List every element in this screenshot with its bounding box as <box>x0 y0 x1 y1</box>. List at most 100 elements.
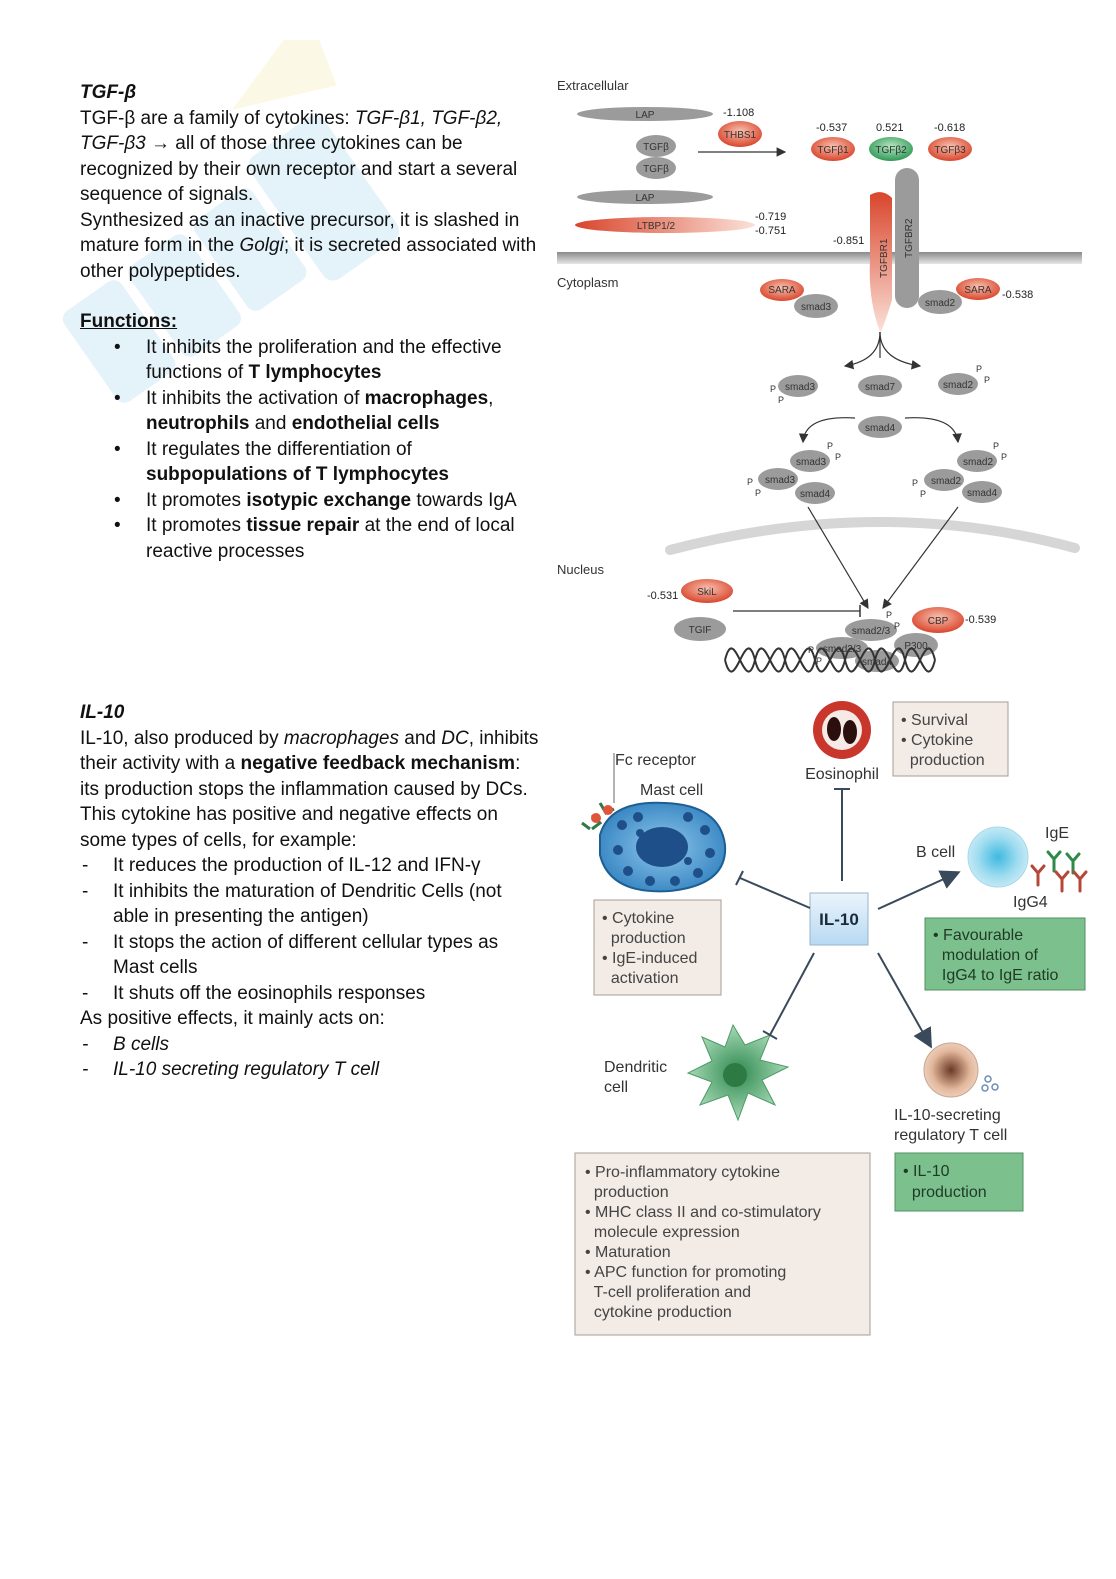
smad2-membrane <box>918 290 962 314</box>
negative-item: It stops the action of different cellula… <box>82 930 540 981</box>
box-line: IgG4 to IgE ratio <box>933 967 1059 984</box>
tgf-section: TGF-β TGF-β are a family of cytokines: T… <box>80 80 540 564</box>
phosphate-label: P <box>993 441 999 451</box>
function-item: It inhibits the proliferation and the ef… <box>114 335 540 386</box>
functions-heading: Functions: <box>80 311 178 332</box>
mast-cell-label: Mast cell <box>640 782 703 799</box>
box-line: • Survival <box>901 712 968 729</box>
tgfb2-value: 0.521 <box>876 122 904 134</box>
smad7 <box>858 375 902 397</box>
tgfbr2-label: TGFBR2 <box>904 218 915 258</box>
phosphate-label: P <box>886 610 892 620</box>
smad2-label: smad2 <box>931 476 961 487</box>
smad3-label: smad3 <box>785 382 815 393</box>
ltbp-value-1: -0.719 <box>755 211 786 223</box>
tgf-paragraph-2: Synthesized as an inactive precursor, it… <box>80 208 540 285</box>
thbs1-value: -1.108 <box>723 107 754 119</box>
phosphate-label: P <box>984 375 990 385</box>
il10-heading: IL-10 <box>80 702 125 723</box>
box-line: • Cytokine <box>602 910 674 927</box>
smad3-membrane <box>794 294 838 318</box>
thbs1-label: THBS1 <box>724 130 757 141</box>
tgf-p2-rest: ; it is secreted associated with other p… <box>80 235 537 282</box>
box-line: production <box>585 1184 669 1201</box>
sara-right <box>956 278 1000 300</box>
tgfb1 <box>811 137 855 161</box>
treg-label-1: IL-10-secreting <box>894 1107 1001 1124</box>
ltbp <box>575 217 755 233</box>
dendritic-cell-effects-box <box>574 1152 871 1336</box>
tgfb1-label: TGFβ1 <box>817 145 849 156</box>
phosphate-label: P <box>747 477 753 487</box>
smad2-label: smad2 <box>925 298 955 309</box>
tgfb2-label: TGFβ2 <box>875 145 907 156</box>
p300 <box>894 633 938 657</box>
box-line: • APC function for promoting <box>585 1264 786 1281</box>
il10-paragraph-3: As positive effects, it mainly acts on: <box>80 1008 385 1029</box>
box-line: T-cell proliferation and <box>585 1284 751 1301</box>
box-line: activation <box>602 970 678 987</box>
phosphate-label: P <box>770 384 776 394</box>
smad2-label: smad2 <box>943 380 973 391</box>
tgfb-label: TGFβ <box>643 164 669 175</box>
smad4-label: smad4 <box>862 657 892 668</box>
ige-label: IgE <box>1045 825 1069 842</box>
regulatory-t-cell <box>923 1042 979 1098</box>
nuclear-membrane <box>665 517 1080 555</box>
lap-top <box>577 107 713 121</box>
il10-paragraph-1: IL-10, also produced by macrophages and … <box>80 727 539 800</box>
sara-left <box>760 279 804 301</box>
skil-label: SkiL <box>697 587 717 598</box>
box-line: • IgE-induced <box>602 950 697 967</box>
tgf-p1-text: TGF-β are a family of cytokines: <box>80 107 355 129</box>
tgfbr1-receptor <box>869 192 892 332</box>
box-line: • Cytokine <box>901 732 973 749</box>
phosphate-label: P <box>894 621 900 631</box>
il10-secretion-dots <box>981 1075 999 1092</box>
smad7-label: smad7 <box>865 382 895 393</box>
lap-bottom <box>577 190 713 204</box>
box-line: • Pro-inflammatory cytokine <box>585 1164 780 1181</box>
function-item: It promotes isotypic exchange towards Ig… <box>114 488 540 514</box>
cbp-label: CBP <box>928 616 949 627</box>
skil-value: -0.531 <box>647 590 678 602</box>
tgif-label: TGIF <box>689 625 712 636</box>
functions-list: It inhibits the proliferation and the ef… <box>80 335 540 565</box>
tgf-p1-isoforms: TGF-β1, TGF-β2, TGF-β3 <box>80 107 503 155</box>
box-line: molecule expression <box>585 1224 740 1241</box>
phosphate-label: P <box>1001 452 1007 462</box>
tgfb2 <box>869 137 913 161</box>
skil <box>681 579 733 603</box>
sara-label: SARA <box>768 285 796 296</box>
cell-membrane <box>557 252 1082 264</box>
smad4-cyto <box>858 416 902 438</box>
cbp-value: -0.539 <box>965 614 996 626</box>
sara-value: -0.538 <box>1002 289 1033 301</box>
phosphate-label: P <box>920 489 926 499</box>
box-line: cytokine production <box>585 1304 732 1321</box>
box-line: production <box>602 930 686 947</box>
smad3-complex-left-2 <box>758 468 798 490</box>
tgf-heading: TGF-β <box>80 82 137 103</box>
b-cell-label: B cell <box>916 844 955 861</box>
smad4-label: smad4 <box>967 488 997 499</box>
fc-receptor-label: Fc receptor <box>615 752 697 769</box>
tgfb3 <box>928 137 972 161</box>
positive-item: B cells <box>82 1032 540 1058</box>
tgfbr1-value: -0.851 <box>833 235 864 247</box>
cbp <box>912 607 964 633</box>
phosphate-label: P <box>827 441 833 451</box>
negative-item: It shuts off the eosinophils responses <box>82 981 540 1007</box>
box-line: • MHC class II and co-stimulatory <box>585 1204 821 1221</box>
smad4-complex-left <box>795 482 835 504</box>
phosphate-label: P <box>778 395 784 405</box>
box-line: • IL-10 <box>903 1163 950 1180</box>
il10-paragraph-2: This cytokine has positive and negative … <box>80 804 498 851</box>
smad3-phospho <box>778 375 818 397</box>
smad2-label: smad2 <box>963 457 993 468</box>
smad4-complex-right <box>962 481 1002 503</box>
smad3-label: smad3 <box>796 457 826 468</box>
phosphate-label: P <box>835 452 841 462</box>
ltbp-value-2: -0.751 <box>755 225 786 237</box>
ltbp-label: LTBP1/2 <box>637 221 676 232</box>
